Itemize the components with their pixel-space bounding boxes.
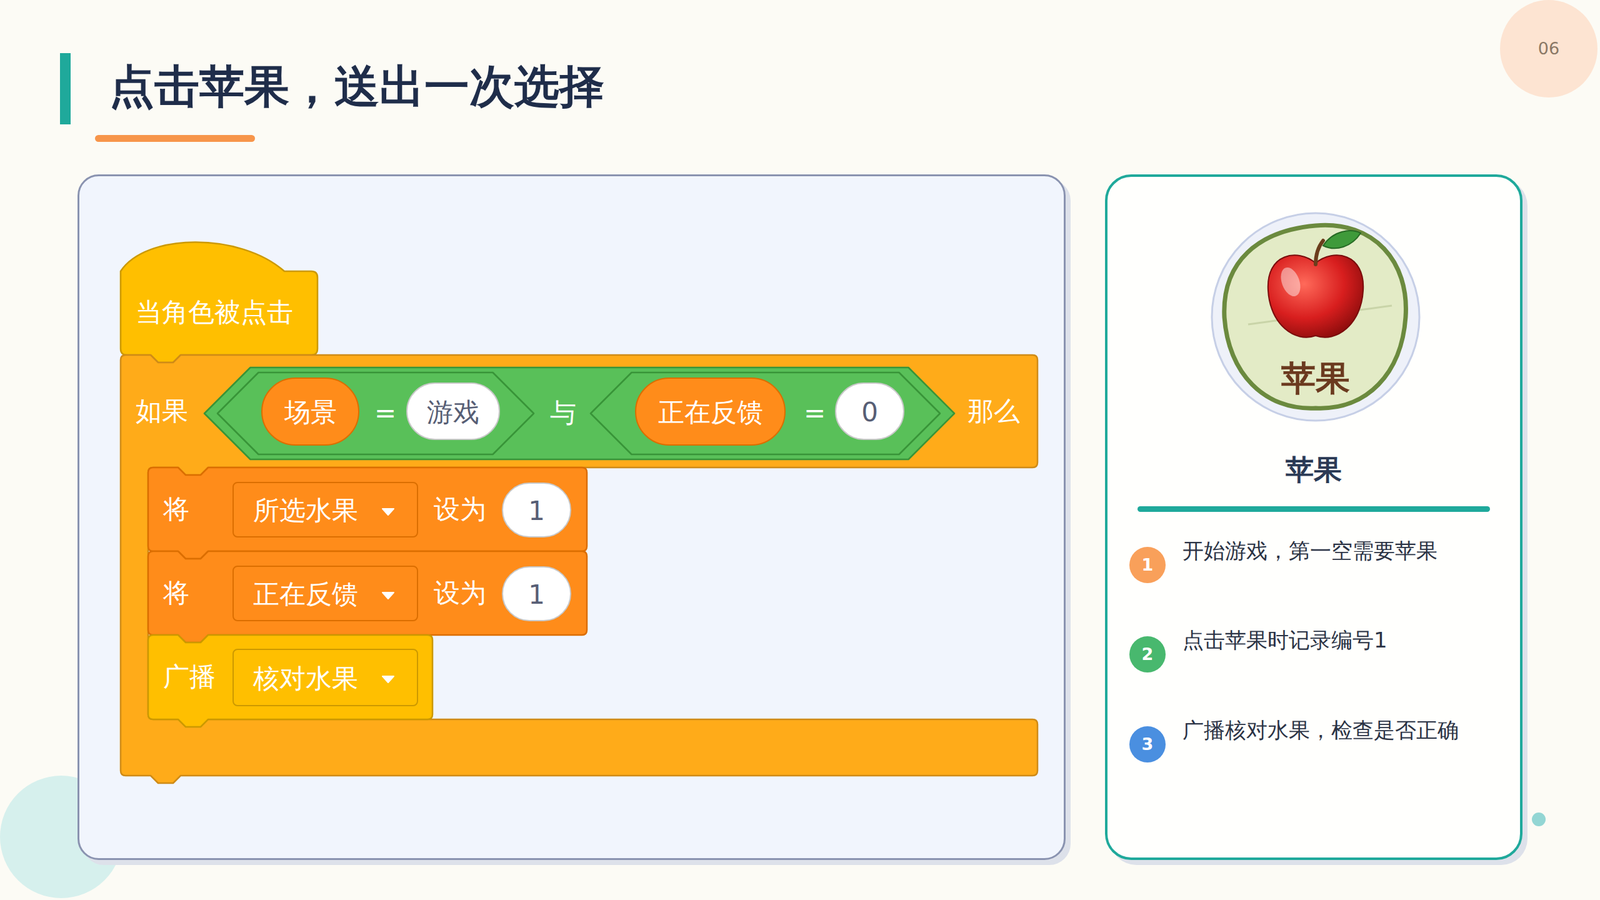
card-heading: 苹果 xyxy=(1107,454,1520,486)
stack-outline-fill xyxy=(148,551,587,643)
stack-outline-fill xyxy=(148,635,433,727)
block-text: 将 xyxy=(163,578,190,608)
apple-leaf xyxy=(1323,230,1361,249)
block-text: 核对水果 xyxy=(253,664,359,694)
value-slot: 场景 xyxy=(261,377,360,446)
hat-block: 当角色被点击 xyxy=(120,240,318,355)
dropdown-arrow xyxy=(381,507,395,517)
hex-outline-fill xyxy=(204,367,955,460)
block-text: 正在反馈 xyxy=(253,580,359,609)
block-text: 场景 xyxy=(262,398,359,427)
value-slot: 正在反馈 xyxy=(635,377,786,446)
callout-number: 1 xyxy=(1129,555,1166,575)
block-text: 设为 xyxy=(433,495,487,524)
badge-label: 苹果 xyxy=(1210,359,1421,398)
callout-number: 2 xyxy=(1129,645,1166,664)
command-block: 广播 核对水果 xyxy=(148,635,433,720)
callout-number: 3 xyxy=(1129,735,1166,754)
info-card: 苹果苹果123 xyxy=(1105,174,1523,860)
dropdown-arrow-fill xyxy=(382,508,394,515)
block-text: 设为 xyxy=(433,578,487,608)
block-text: 广播 xyxy=(163,662,216,692)
step-text: 广播核对水果，检查是否正确 xyxy=(1182,718,1459,742)
step-text: 点击苹果时记录编号1 xyxy=(1182,628,1388,652)
value-slot: 1 xyxy=(501,566,572,622)
command-block: 将 设为 正在反馈 1 xyxy=(148,551,587,635)
block-text: 将 xyxy=(163,495,190,524)
block-text: 那么 xyxy=(967,396,1020,426)
accent-dot xyxy=(1531,812,1546,827)
c-outline-fill xyxy=(120,355,1038,784)
hex-outline-fill xyxy=(590,372,940,455)
hex-outline-fill xyxy=(217,372,534,455)
value-slot: 游戏 xyxy=(406,382,500,440)
step-number: 2 xyxy=(1129,636,1166,673)
block-text: = xyxy=(803,398,826,428)
title-underline xyxy=(95,135,255,142)
block-text: 游戏 xyxy=(407,398,499,427)
value-slot: 1 xyxy=(501,482,572,538)
if-block: 如果那么与=场景游戏=正在反馈0将设为所选水果1将设为正在反馈1广播核对水果 xyxy=(120,355,1038,776)
block-text: 所选水果 xyxy=(253,496,359,525)
dropdown-arrow-fill xyxy=(382,592,394,599)
block-text: 1 xyxy=(503,496,570,526)
block-text: = xyxy=(374,398,397,428)
step-text: 开始游戏，第一空需要苹果 xyxy=(1182,539,1438,563)
apple-shine xyxy=(1277,265,1305,300)
step-number: 1 xyxy=(1129,546,1166,584)
boolean-block: 与 = 场景 游戏 = 正在反馈 0 xyxy=(204,367,955,460)
slide-title: 点击苹果，送出一次选择 xyxy=(109,61,605,112)
block-text: 与 xyxy=(550,398,577,428)
dropdown-slot: 所选水果 xyxy=(232,481,419,538)
dropdown-arrow-fill xyxy=(382,676,394,683)
dropdown-slot: 正在反馈 xyxy=(232,565,419,622)
apple-stem xyxy=(1315,240,1324,265)
hat-outline-fill xyxy=(120,241,318,363)
page-number: 06 xyxy=(1455,39,1600,59)
block-text: 当角色被点击 xyxy=(135,298,294,327)
block-text: 1 xyxy=(503,580,570,610)
step-number: 3 xyxy=(1129,726,1166,763)
dropdown-arrow xyxy=(381,591,395,600)
boolean-block: = 正在反馈 0 xyxy=(590,372,940,455)
block-text: 如果 xyxy=(135,396,189,426)
dropdown-arrow xyxy=(381,675,395,684)
apple-body xyxy=(1268,255,1364,337)
card-divider xyxy=(1137,506,1490,512)
value-slot: 0 xyxy=(835,382,905,440)
stack-outline-fill xyxy=(148,467,587,559)
boolean-block: = 场景 游戏 xyxy=(217,372,534,455)
dropdown-slot: 核对水果 xyxy=(232,648,419,707)
fruit-badge: 苹果 xyxy=(1210,211,1421,422)
command-block: 将 设为 所选水果 1 xyxy=(148,467,587,552)
title-bar xyxy=(60,53,71,125)
block-text: 正在反馈 xyxy=(636,398,785,427)
block-text: 0 xyxy=(836,398,904,427)
